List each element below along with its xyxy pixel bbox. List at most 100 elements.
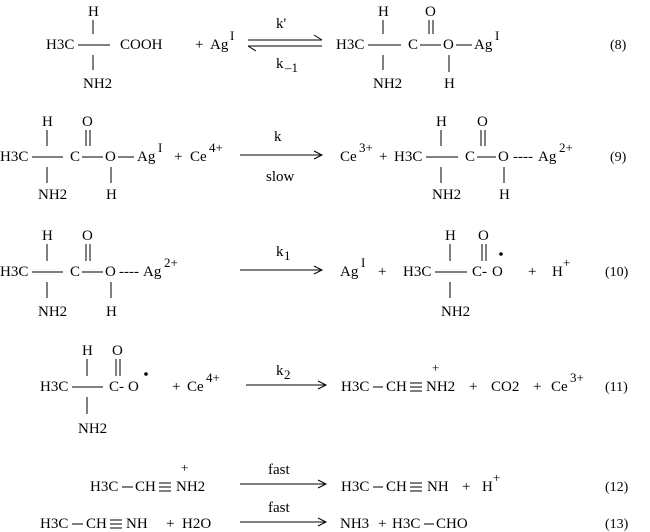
iminium-ion: H3C CH + NH2: [90, 460, 205, 495]
atom-h: H: [88, 4, 99, 20]
product-ce-charge: 3+: [570, 370, 584, 385]
arrow-label-fast: fast: [268, 500, 290, 516]
radical-dot: [499, 252, 503, 256]
reagent-ce-charge: 4+: [209, 140, 223, 155]
reverse-arrowhead: [247, 45, 257, 52]
carbonyl-oxygen: O: [477, 114, 488, 130]
atom-h: H: [42, 114, 53, 130]
group-nh2: NH2: [78, 421, 107, 437]
group-nh2: NH2: [373, 76, 402, 92]
hydroxyl-oxygen: O: [443, 37, 454, 53]
forward-arrowhead: [313, 34, 323, 41]
atom-h: H: [445, 228, 456, 244]
product-ce: Ce: [551, 379, 568, 395]
silver-complex: H H3C C O O Ag I H NH2: [336, 4, 499, 92]
arrowhead: [317, 380, 328, 390]
carbonyl-carbon: C: [70, 149, 80, 165]
group-h3c: H3C: [403, 264, 431, 280]
arrow-label-slow: slow: [266, 169, 295, 185]
plus-sign: +: [528, 264, 536, 280]
plus-sign: +: [172, 379, 180, 395]
arrowhead: [317, 479, 328, 489]
proton: H: [482, 479, 493, 495]
water: H2O: [182, 516, 211, 532]
silver-ii-complex: H H3C C O O ---- Ag 2+ H NH2: [0, 228, 178, 320]
plus-sign: +: [166, 516, 174, 532]
group-h3c: H3C: [392, 516, 420, 532]
equation-number: (12): [605, 480, 629, 495]
metal-ag: Ag: [137, 149, 156, 165]
group-nh: NH: [126, 516, 148, 532]
group-ch: CH: [386, 379, 407, 395]
coordination-bond: ----: [119, 264, 139, 280]
hydroxyl-oxygen: O: [105, 149, 116, 165]
imine: H3C CH NH: [341, 479, 449, 495]
metal-ag: Ag: [538, 149, 557, 165]
group-h3c: H3C: [341, 479, 369, 495]
rate-constant-forward: k': [276, 16, 287, 32]
rate-constant: k: [276, 244, 284, 260]
plus-sign: +: [378, 516, 386, 532]
product-ce-charge: 3+: [359, 140, 373, 155]
proton: H: [552, 264, 563, 280]
reaction-12: H3C CH + NH2 fast H3C CH NH + H + (12): [90, 460, 629, 495]
alanine-molecule: H H3C COOH NH2: [46, 4, 163, 92]
atom-h: H: [436, 114, 447, 130]
reagent-ce: Ce: [187, 379, 204, 395]
metal-ag: Ag: [474, 37, 493, 53]
coordination-bond: ----: [513, 149, 533, 165]
reagent-ag: Ag: [210, 37, 229, 53]
metal-ag-charge: 2+: [164, 255, 178, 270]
reaction-13: H3C CH NH + H2O fast NH3 + H3C CHO (13): [40, 500, 629, 532]
product-ce: Ce: [340, 149, 357, 165]
acetaldehyde: H3C CHO: [392, 516, 468, 532]
imine: H3C CH NH: [40, 516, 148, 532]
rate-constant: k: [274, 129, 282, 145]
equation-number: (10): [605, 265, 629, 280]
carbonyl-oxygen: O: [478, 228, 489, 244]
reaction-arrow: fast: [240, 462, 328, 489]
atom-h: H: [42, 228, 53, 244]
group-h3c: H3C: [394, 149, 422, 165]
group-nh: NH: [427, 479, 449, 495]
silver-complex: H H3C C O O Ag I H NH2: [0, 114, 162, 203]
plus-sign: +: [195, 37, 203, 53]
reaction-11: H H3C C- O O NH2 + Ce 4+ k 2 H3C CH: [40, 343, 628, 437]
rate-constant-subscript: 1: [284, 248, 291, 263]
reagent-ce-charge: 4+: [206, 370, 220, 385]
plus-sign: +: [469, 379, 477, 395]
plus-sign: +: [462, 479, 470, 495]
rate-constant: k: [276, 363, 284, 379]
positive-charge: +: [181, 460, 188, 475]
carbonyl-oxygen: O: [112, 343, 123, 359]
metal-ag-charge: I: [158, 140, 162, 155]
carboxyl-radical: H H3C C- O O NH2: [40, 343, 148, 437]
carbonyl-carbon: C: [408, 37, 418, 53]
carbonyl-oxygen: O: [82, 228, 93, 244]
metal-ag: Ag: [143, 264, 162, 280]
group-h3c: H3C: [90, 479, 118, 495]
metal-ag-charge: 2+: [559, 140, 573, 155]
reaction-arrow: k 1: [240, 244, 324, 275]
atom-h: H: [378, 4, 389, 20]
proton-charge: +: [563, 255, 570, 270]
plus-sign: +: [174, 149, 182, 165]
proton-charge: +: [493, 470, 500, 485]
atom-h: H: [82, 343, 93, 359]
plus-sign: +: [379, 149, 387, 165]
hydroxyl-h: H: [106, 187, 117, 203]
radical-oxygen: O: [492, 264, 503, 280]
carbonyl-carbon: C: [70, 264, 80, 280]
carboxyl-radical: H H3C C- O O NH2: [403, 228, 503, 320]
group-nh2: NH2: [432, 187, 461, 203]
group-h3c: H3C: [40, 516, 68, 532]
hydroxyl-h: H: [499, 187, 510, 203]
metal-ag-charge: I: [495, 28, 499, 43]
arrowhead: [313, 150, 324, 160]
hydroxyl-oxygen: O: [498, 149, 509, 165]
group-cho: CHO: [436, 516, 468, 532]
equation-number: (13): [605, 517, 629, 532]
group-nh2: NH2: [176, 479, 205, 495]
rate-constant-subscript: 2: [284, 367, 291, 382]
